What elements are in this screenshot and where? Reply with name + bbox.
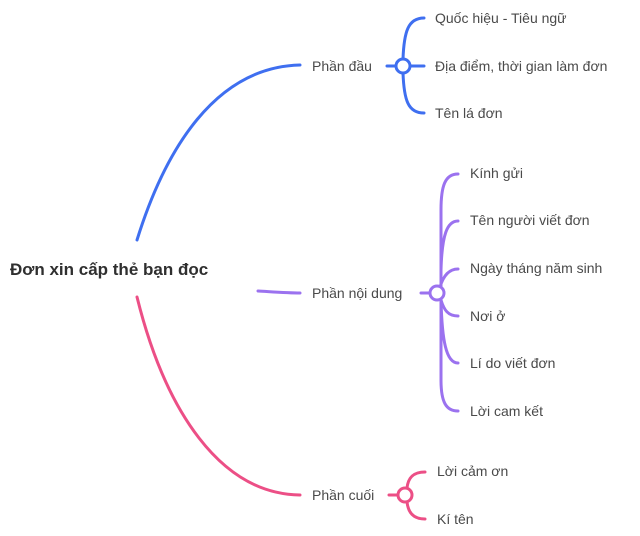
leaf-node[interactable]: Lí do viết đơn [470, 355, 556, 371]
leaf-node[interactable]: Lời cam kết [470, 403, 543, 419]
branch-node-phan-dau[interactable]: Phần đầu [312, 58, 372, 74]
root-node[interactable]: Đơn xin cấp thẻ bạn đọc [10, 260, 209, 279]
collapse-node-phan-dau[interactable] [394, 57, 412, 75]
leaf-node[interactable]: Kính gửi [470, 165, 523, 181]
branch-connector-phan-noi-dung [256, 172, 460, 413]
leaf-node[interactable]: Quốc hiệu - Tiêu ngữ [435, 10, 567, 26]
leaf-node[interactable]: Nơi ở [470, 308, 506, 324]
leaf-node[interactable]: Kí tên [437, 511, 474, 527]
collapse-node-phan-noi-dung[interactable] [428, 284, 446, 302]
leaf-node[interactable]: Ngày tháng năm sinh [470, 260, 603, 276]
leaf-node[interactable]: Tên lá đơn [435, 105, 503, 121]
branch-node-phan-noi-dung[interactable]: Phần nội dung [312, 285, 403, 301]
branch-connector-phan-dau [135, 16, 426, 242]
collapse-node-phan-cuoi[interactable] [396, 486, 414, 504]
leaf-node[interactable]: Lời cảm ơn [437, 463, 509, 479]
branch-connector-phan-cuoi [135, 295, 427, 521]
leaf-node[interactable]: Địa điểm, thời gian làm đơn [435, 58, 608, 74]
leaf-node[interactable]: Tên người viết đơn [470, 212, 590, 228]
branch-node-phan-cuoi[interactable]: Phần cuối [312, 487, 375, 503]
